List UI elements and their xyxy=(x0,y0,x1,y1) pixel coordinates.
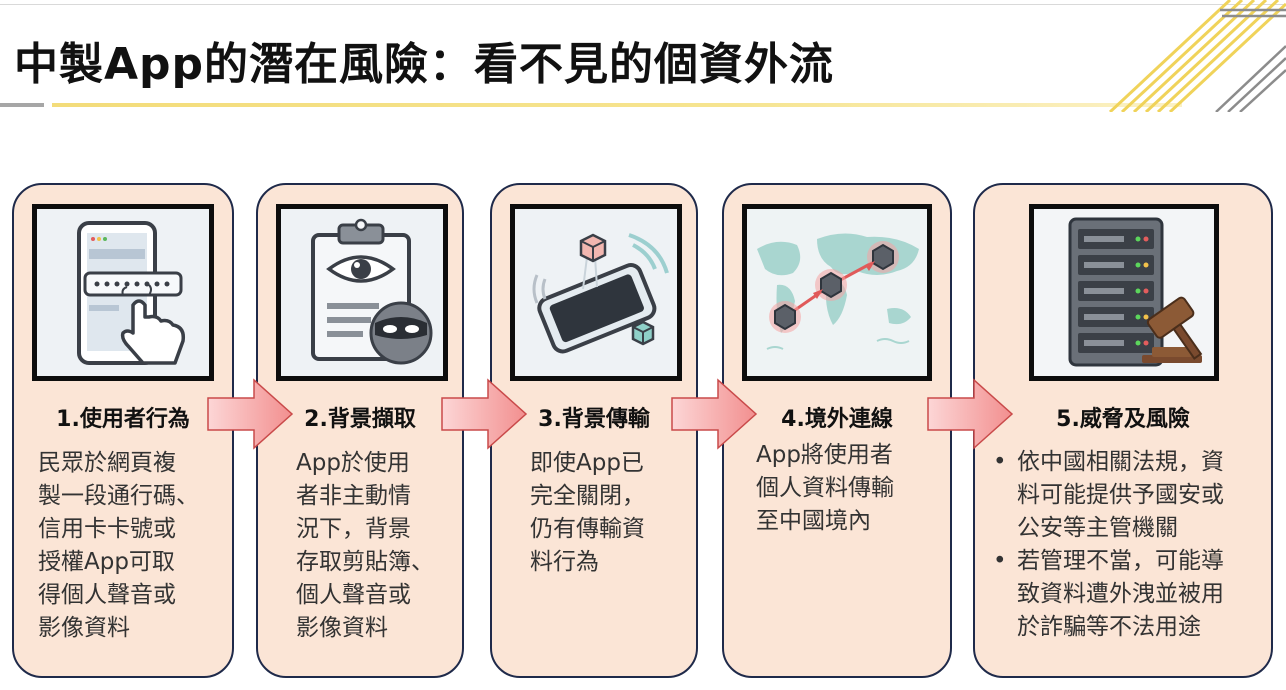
page-title: 中製App的潛在風險：看不見的個資外流 xyxy=(14,39,835,90)
world-map-data-flow-icon xyxy=(747,209,927,376)
step-card-5: 5.威脅及風險 依中國相關法規，資 料可能提供予國安或 公安等主管機關 若管理不… xyxy=(973,183,1273,678)
step-5-bullet-2: 若管理不當，可能導 致資料遭外洩並被用 於詐騙等不法用途 xyxy=(993,545,1224,644)
flow-arrow-1-to-2 xyxy=(207,378,294,450)
step-2-image xyxy=(276,204,448,381)
clipboard-eye-spy-icon xyxy=(281,209,443,376)
step-3-title: 3.背景傳輸 xyxy=(538,407,650,432)
step-4-title: 4.境外連線 xyxy=(781,407,893,432)
step-5-title: 5.威脅及風險 xyxy=(1056,407,1190,432)
phone-password-touch-icon xyxy=(37,209,209,376)
server-gavel-icon xyxy=(1034,209,1214,376)
title-underline-gray xyxy=(0,103,44,107)
step-1-body: 民眾於網頁複 製一段通行碼、 信用卡卡號或 授權App可取 得個人聲音或 影像資… xyxy=(38,450,199,641)
step-3-body: 即使App已 完全關閉， 仍有傳輸資 料行為 xyxy=(530,450,645,575)
step-card-1: 1.使用者行為 民眾於網頁複 製一段通行碼、 信用卡卡號或 授權App可取 得個… xyxy=(12,183,234,678)
step-4-body: App將使用者 個人資料傳輸 至中國境內 xyxy=(756,442,894,534)
top-border-line xyxy=(0,4,1286,5)
step-3-image xyxy=(510,204,682,381)
step-card-3: 3.背景傳輸 即使App已 完全關閉， 仍有傳輸資 料行為 xyxy=(490,183,698,678)
step-2-title: 2.背景擷取 xyxy=(304,407,416,432)
step-card-4: 4.境外連線 App將使用者 個人資料傳輸 至中國境內 xyxy=(722,183,952,678)
step-card-2: 2.背景擷取 App於使用 者非主動情 況下，背景 存取剪貼簿、 個人聲音或 影… xyxy=(256,183,464,678)
title-underline-gold xyxy=(52,103,1182,107)
corner-stripes-decoration xyxy=(1108,0,1286,112)
step-1-image xyxy=(32,204,214,381)
step-5-image xyxy=(1029,204,1219,381)
step-5-bullet-list: 依中國相關法規，資 料可能提供予國安或 公安等主管機關 若管理不當，可能導 致資… xyxy=(993,446,1224,644)
step-4-image xyxy=(742,204,932,381)
phone-data-cube-icon xyxy=(515,209,677,376)
flow-arrow-3-to-4 xyxy=(671,378,758,450)
step-2-body: App於使用 者非主動情 況下，背景 存取剪貼簿、 個人聲音或 影像資料 xyxy=(296,450,434,641)
step-5-bullet-1: 依中國相關法規，資 料可能提供予國安或 公安等主管機關 xyxy=(993,446,1224,545)
step-1-title: 1.使用者行為 xyxy=(56,407,190,432)
flow-arrow-2-to-3 xyxy=(441,378,528,450)
flow-arrow-4-to-5 xyxy=(927,378,1014,450)
